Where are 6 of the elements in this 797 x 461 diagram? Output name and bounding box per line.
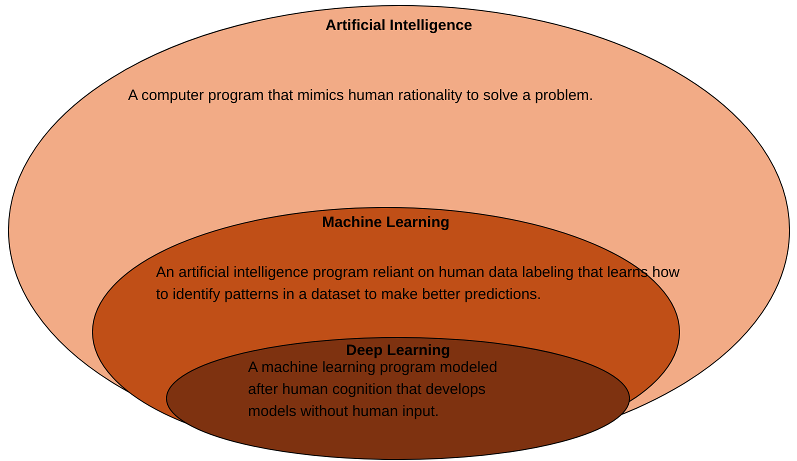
region-description: A computer program that mimics human rationality to solve a problem.	[128, 86, 594, 106]
region-title: Machine Learning	[322, 213, 450, 233]
region-title: Deep Learning	[346, 341, 450, 361]
region-description: A machine learning program modeled after human cognition that develops models without human input.	[248, 358, 498, 422]
region-title: Artificial Intelligence	[326, 16, 472, 36]
region-description: An artificial intelligence program reliant on human data labeling that learns how to identify patterns in a dataset to make better predictions.	[156, 263, 681, 305]
